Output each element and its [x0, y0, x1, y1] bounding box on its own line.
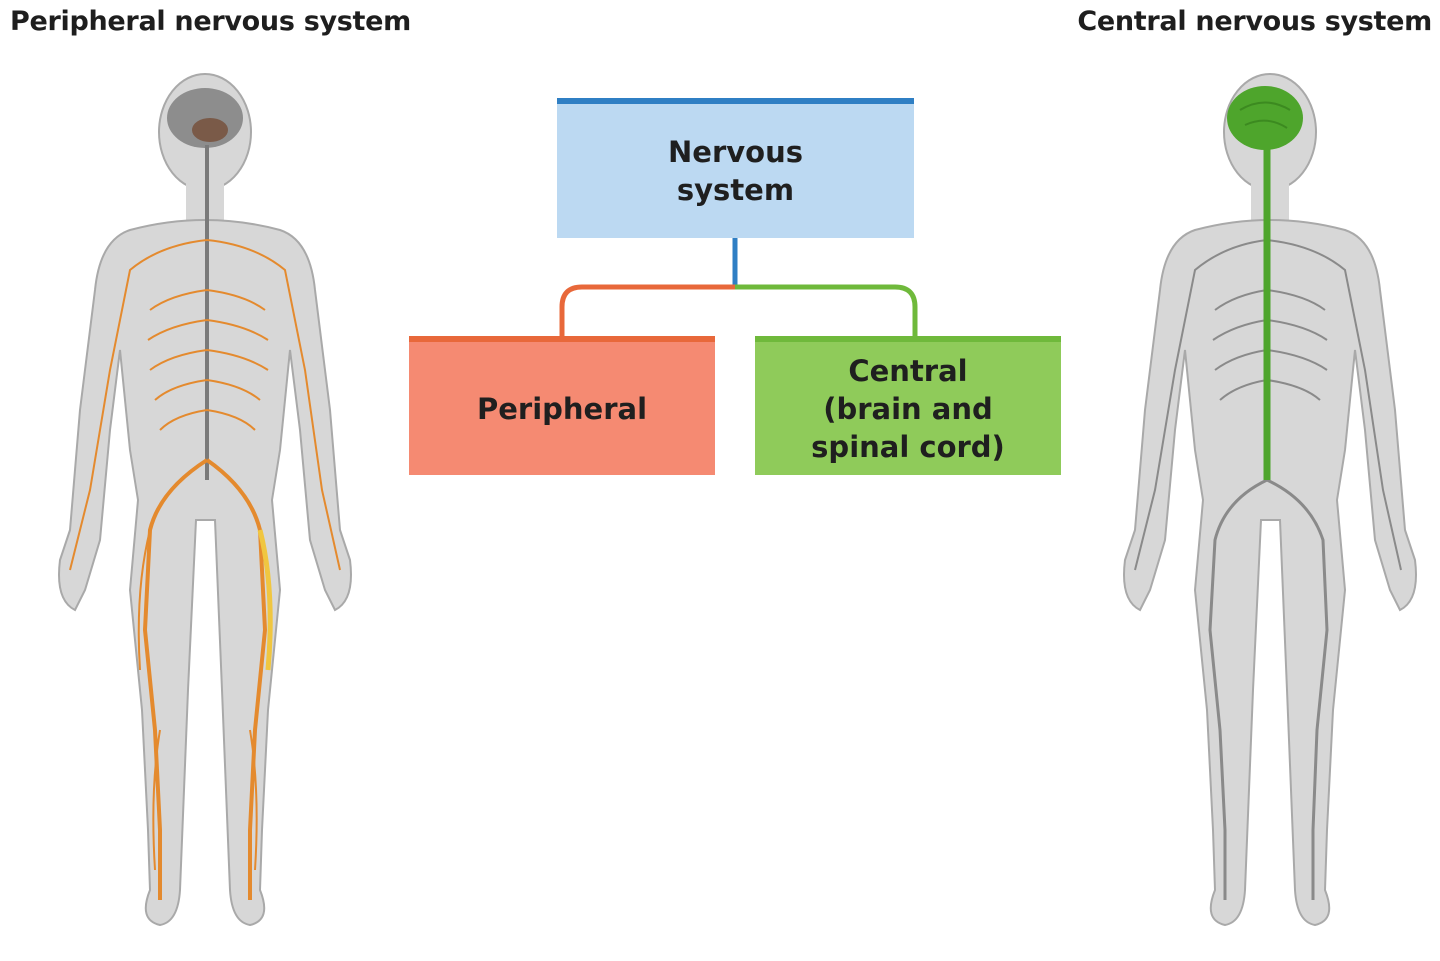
central-label: Central (brain and spinal cord)	[811, 353, 1005, 464]
brain-and-spinal-cord	[1227, 86, 1303, 480]
peripheral-connector	[559, 284, 735, 336]
human-body-central-nervous-system-icon	[1123, 73, 1417, 927]
gray-nerves	[1134, 239, 1402, 900]
brain	[167, 88, 243, 148]
central-connector	[735, 284, 918, 336]
peripheral-nerves	[69, 145, 341, 900]
peripheral-title: Peripheral nervous system	[10, 6, 412, 37]
peripheral-box: Peripheral	[409, 336, 715, 475]
human-body-peripheral-nerves-icon	[58, 73, 352, 927]
nervous-system-label: Nervous system	[668, 135, 803, 207]
peripheral-label: Peripheral	[476, 391, 648, 426]
central-title: Central nervous system	[1077, 6, 1432, 37]
nervous-system-box: Nervous system	[557, 98, 914, 238]
central-box: Central (brain and spinal cord)	[755, 336, 1061, 475]
